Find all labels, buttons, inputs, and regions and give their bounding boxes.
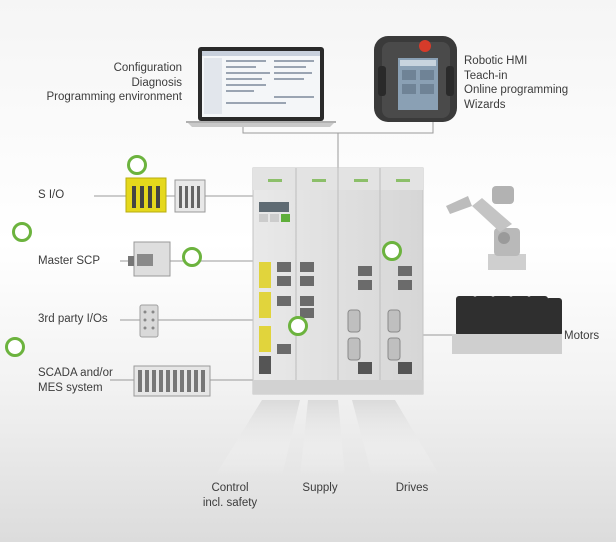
s-io-modules (125, 177, 206, 213)
label-supply: Supply (302, 482, 338, 494)
laptop (186, 47, 336, 127)
label-robotic-hmi: Robotic HMI (464, 55, 528, 67)
beam-control (215, 400, 300, 476)
label-motors: Motors (564, 330, 600, 342)
hotspot-s-io[interactable] (127, 155, 147, 175)
beam-drives (352, 400, 440, 476)
label-scada-mes: SCADA and/or MES system (38, 366, 113, 395)
label-online-programming: Online programming (464, 84, 569, 96)
label-programming-environment: Programming environment (46, 91, 182, 103)
label-drives: Drives (395, 482, 429, 494)
label-engineering-tools: Configuration Diagnosis Programming envi… (20, 61, 182, 105)
motors (452, 296, 562, 354)
label-control: Control incl. safety (190, 481, 270, 510)
hotspot-control[interactable] (288, 316, 308, 336)
label-master-scp: Master SCP (38, 255, 100, 267)
scada-rack (133, 365, 211, 397)
third-party-io-device (139, 304, 159, 338)
hotspot-master-scp[interactable] (182, 247, 202, 267)
hmi-pendant (374, 36, 457, 122)
label-scada-line2: MES system (38, 381, 103, 394)
label-control-line1: Control (211, 482, 249, 494)
label-scada-line1: SCADA and/or (38, 367, 113, 379)
hotspot-drives[interactable] (382, 241, 402, 261)
label-teach-in: Teach-in (464, 69, 508, 82)
hotspot-left-lower[interactable] (5, 337, 25, 357)
label-configuration: Configuration (113, 62, 182, 74)
label-diagnosis: Diagnosis (131, 76, 183, 89)
hotspot-left-upper[interactable] (12, 222, 32, 242)
label-third-party-io: 3rd party I/Os (38, 313, 108, 325)
beam-supply (300, 400, 345, 476)
controller-cabinet (252, 167, 424, 395)
master-scp-device (128, 241, 171, 277)
label-s-io: S I/O (38, 189, 65, 201)
label-wizards: Wizards (464, 98, 506, 111)
robot-arm (446, 186, 526, 270)
label-hmi-features: Robotic HMI Teach-in Online programming … (464, 54, 604, 112)
label-control-line2: incl. safety (202, 496, 258, 509)
